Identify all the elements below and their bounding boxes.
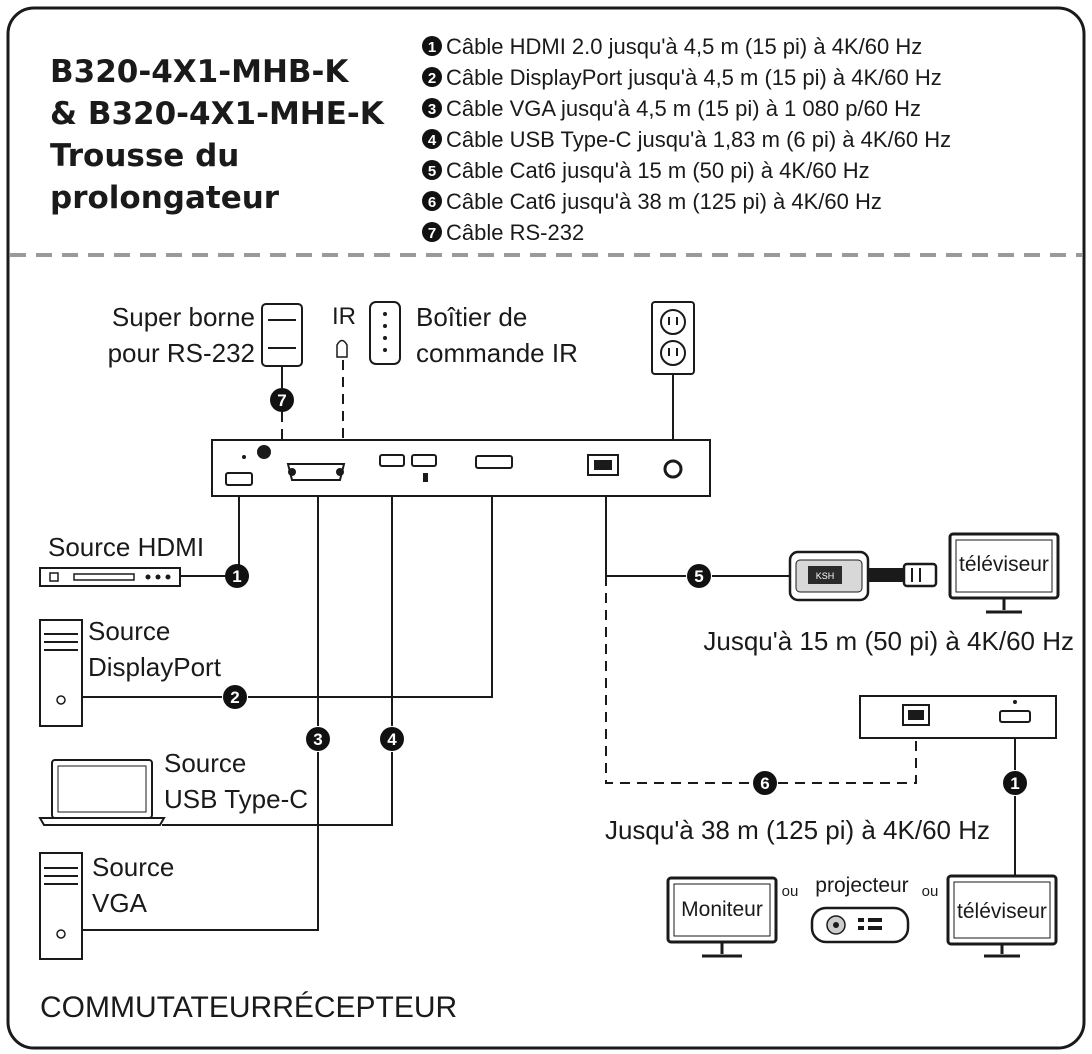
- legend-item-text: Câble DisplayPort jusqu'à 4,5 m (15 pi) …: [446, 65, 942, 90]
- badge-1-out-number: 1: [1010, 774, 1019, 793]
- legend-item-text: Câble HDMI 2.0 jusqu'à 4,5 m (15 pi) à 4…: [446, 34, 922, 59]
- legend-badge-number: 1: [428, 39, 436, 56]
- source-hdmi-label: Source HDMI: [48, 532, 204, 562]
- ir-label: IR: [332, 303, 356, 330]
- source-vga-label-2: VGA: [92, 888, 148, 918]
- source-usbc-label-2: USB Type-C: [164, 784, 308, 814]
- legend-badge-number: 2: [428, 70, 436, 87]
- legend-badge-number: 3: [428, 101, 436, 118]
- legend-list: 1 Câble HDMI 2.0 jusqu'à 4,5 m (15 pi) à…: [422, 34, 951, 245]
- or-label-1: ou: [782, 883, 799, 900]
- receiver-dongle-icon: KSH: [788, 550, 938, 602]
- badge-2-number: 2: [230, 688, 239, 707]
- badge-1-out: [1003, 771, 1027, 795]
- tv-bottom-icon: [946, 874, 1058, 958]
- monitor-icon: [666, 876, 778, 958]
- usbc-source-laptop-icon: [38, 759, 166, 826]
- tv-bottom-label: téléviseur: [957, 900, 1047, 923]
- cable-lines-dashed: [281, 360, 917, 784]
- legend-item-text: Câble USB Type-C jusqu'à 1,83 m (6 pi) à…: [446, 127, 951, 152]
- outer-frame: [6, 6, 1086, 1050]
- tv-top-icon: [948, 532, 1060, 614]
- badge-4-number: 4: [387, 730, 397, 749]
- receiver-box-icon: [859, 695, 1057, 739]
- legend-badge: [422, 129, 442, 149]
- rs232-terminal-icon: [261, 303, 303, 367]
- vga-source-tower-icon: [39, 852, 83, 960]
- badge-5: [687, 564, 711, 588]
- super-borne-label-1: Super borne: [112, 302, 255, 332]
- badge-1-hdmi: [225, 564, 249, 588]
- title-line-4: prolongateur: [50, 180, 280, 216]
- range-38-label: Jusqu'à 38 m (125 pi) à 4K/60 Hz: [605, 815, 990, 845]
- legend-badge-number: 6: [428, 194, 436, 211]
- badge-3: [306, 727, 330, 751]
- badge-5-number: 5: [694, 567, 703, 586]
- legend-badge: [422, 191, 442, 211]
- legend-item-text: Câble Cat6 jusqu'à 38 m (125 pi) à 4K/60…: [446, 189, 882, 214]
- bottom-title: COMMUTATEURRÉCEPTEUR: [40, 991, 457, 1024]
- super-borne-label-2: pour RS-232: [108, 338, 255, 368]
- legend-badge: [422, 36, 442, 56]
- legend-item-text: Câble Cat6 jusqu'à 15 m (50 pi) à 4K/60 …: [446, 158, 870, 183]
- title-line-1: B320-4X1-MHB-K: [50, 54, 349, 90]
- displayport-source-tower-icon: [39, 619, 83, 727]
- badge-7: [270, 388, 294, 412]
- legend-item-text: Câble VGA jusqu'à 4,5 m (15 pi) à 1 080 …: [446, 96, 921, 121]
- ir-remote-label-2: commande IR: [416, 338, 578, 368]
- switch-device-icon: [211, 439, 711, 497]
- source-dp-label-2: DisplayPort: [88, 652, 222, 682]
- monitor-label: Moniteur: [681, 898, 763, 921]
- projector-icon: [810, 906, 910, 944]
- ir-sensor-icon: [336, 339, 348, 358]
- source-dp-label-1: Source: [88, 616, 170, 646]
- dongle-label: KSH: [816, 571, 835, 581]
- legend-badge-number: 4: [428, 132, 437, 149]
- title-line-3: Trousse du: [50, 138, 239, 174]
- legend-item-text: Câble RS-232: [446, 220, 584, 245]
- legend-badge: [422, 67, 442, 87]
- badge-2: [223, 685, 247, 709]
- or-label-2: ou: [922, 883, 939, 900]
- legend-badge: [422, 222, 442, 242]
- power-outlet-icon: [651, 301, 695, 375]
- badge-4: [380, 727, 404, 751]
- cable-badges: 7 1 5 2 3 4 6 1: [223, 388, 1027, 795]
- badge-6: [753, 771, 777, 795]
- legend-badge: [422, 160, 442, 180]
- badge-3-number: 3: [313, 730, 322, 749]
- tv-top-label: téléviseur: [959, 553, 1049, 576]
- source-usbc-label-1: Source: [164, 748, 246, 778]
- legend-badge: [422, 98, 442, 118]
- range-15-label: Jusqu'à 15 m (50 pi) à 4K/60 Hz: [703, 626, 1074, 656]
- legend-badge-number: 7: [428, 225, 436, 242]
- legend-badge-number: 5: [428, 163, 436, 180]
- badge-1-hdmi-number: 1: [232, 567, 241, 586]
- projector-label: projecteur: [815, 874, 908, 897]
- ir-remote-label-1: Boîtier de: [416, 302, 527, 332]
- badge-7-number: 7: [277, 391, 286, 410]
- badge-6-number: 6: [760, 774, 769, 793]
- source-vga-label-1: Source: [92, 852, 174, 882]
- title-line-2: & B320-4X1-MHE-K: [50, 96, 385, 132]
- hdmi-source-device-icon: [39, 567, 181, 587]
- ir-remote-icon: [369, 301, 401, 365]
